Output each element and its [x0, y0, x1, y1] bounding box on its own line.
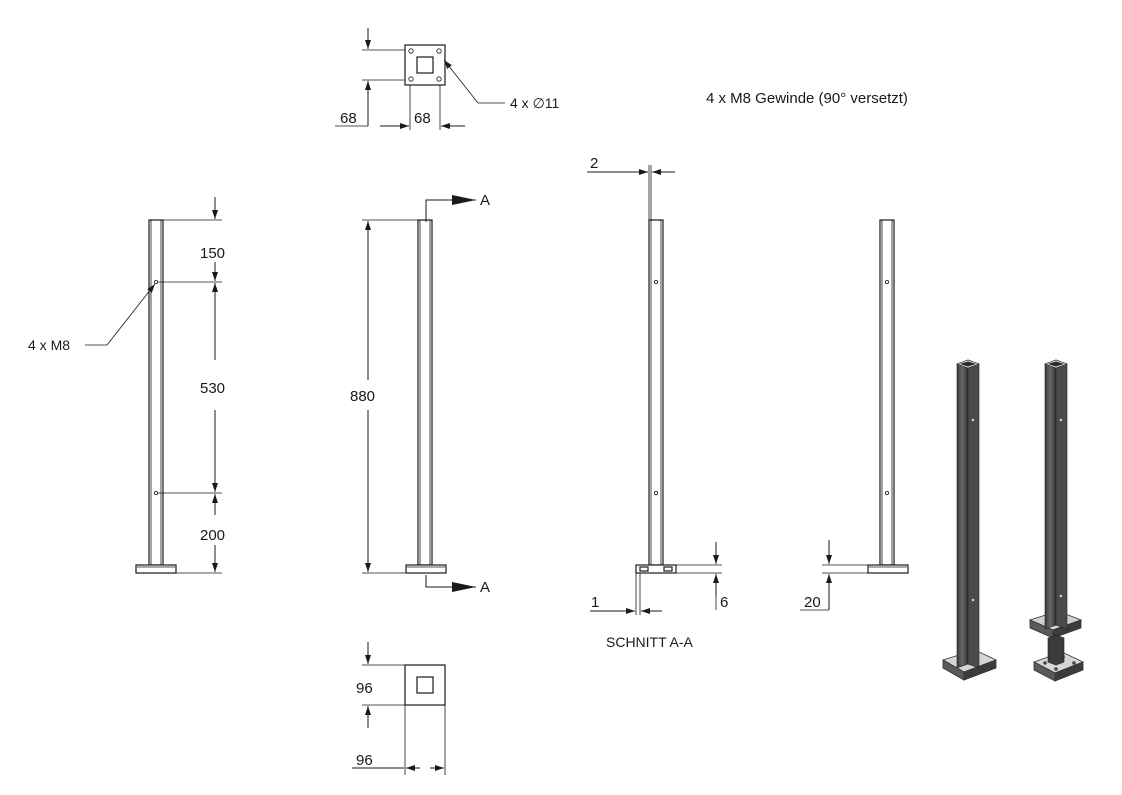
section-marker-top: A: [480, 192, 490, 209]
dim-wall-thickness: 2: [590, 155, 598, 172]
side-view-post: [362, 195, 476, 592]
dim-hole-offset-bottom: 200: [200, 527, 225, 544]
dim-plate-thickness-side: 20: [804, 594, 821, 611]
dim-hole-spacing: 530: [200, 380, 225, 397]
bottom-view-plate: [352, 642, 446, 775]
isometric-post-double-plate: [1028, 359, 1085, 682]
thread-callout: 4 x M8: [28, 337, 70, 353]
section-title: SCHNITT A-A: [606, 634, 694, 650]
dim-tube-offset-section: 1: [591, 594, 599, 611]
dim-total-height: 880: [350, 388, 375, 405]
dim-base-plate-width: 96: [356, 752, 373, 769]
section-marker-bottom: A: [480, 579, 490, 596]
section-view-post: [587, 165, 722, 615]
dim-hole-offset-top: 150: [200, 245, 225, 262]
dim-top-plate-width: 68: [414, 110, 431, 127]
side-view-post-right: [800, 219, 909, 611]
front-view-post: [85, 197, 222, 574]
dim-plate-thickness-section: 6: [720, 594, 728, 611]
isometric-post-base: [942, 359, 998, 681]
top-view-flange: [335, 28, 505, 130]
dim-base-plate-height: 96: [356, 680, 373, 697]
hole-callout: 4 x ∅11: [510, 95, 560, 111]
thread-note: 4 x M8 Gewinde (90° versetzt): [706, 90, 908, 107]
dim-top-plate-height: 68: [340, 110, 357, 127]
